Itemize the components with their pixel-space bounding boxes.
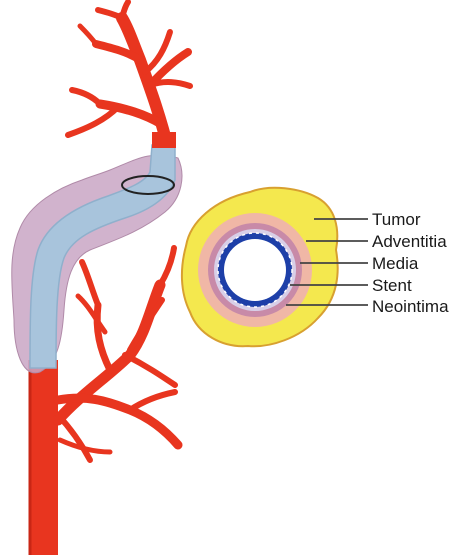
label-media: Media [372,254,419,273]
cross-section [182,188,338,347]
lower-branches [58,248,178,460]
main-trunk [30,360,58,555]
label-adventitia: Adventitia [372,232,447,251]
stent-proximal-vessel [152,132,176,148]
label-stent: Stent [372,276,412,295]
label-tumor: Tumor [372,210,421,229]
lumen [224,239,286,301]
label-neointima: Neointima [372,297,449,316]
upper-branches [68,2,190,148]
